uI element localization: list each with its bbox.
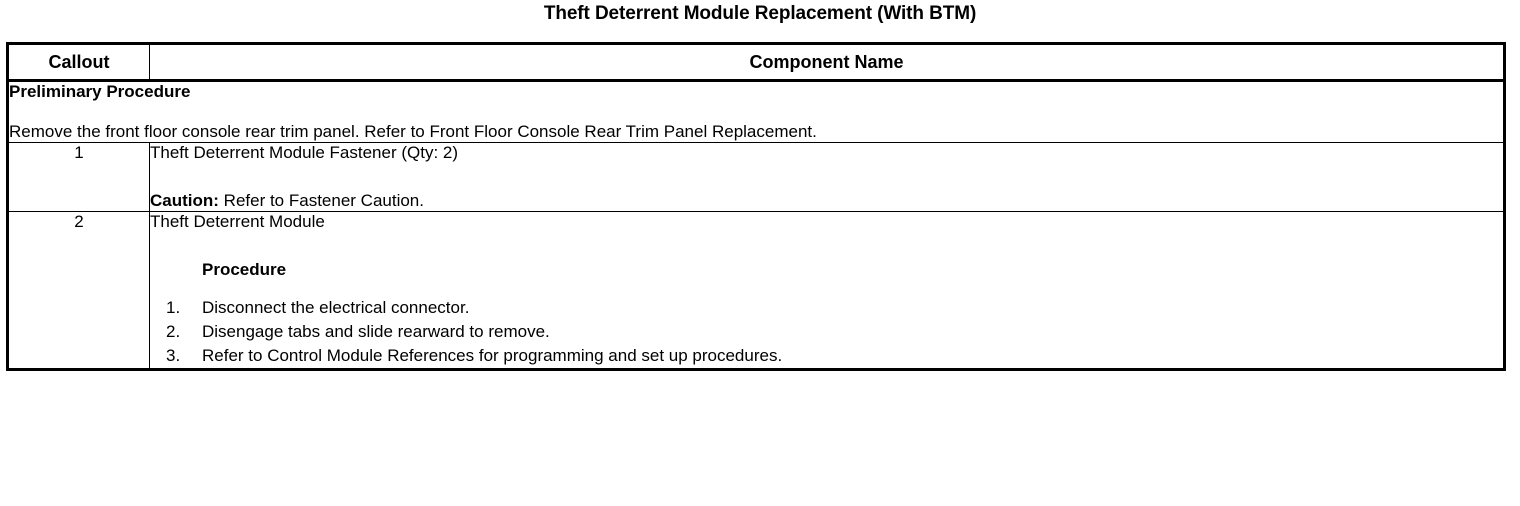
step-text: Disengage tabs and slide rearward to rem… xyxy=(202,322,550,341)
component-cell-1: Theft Deterrent Module Fastener (Qty: 2)… xyxy=(149,142,1505,212)
component-name-2: Theft Deterrent Module xyxy=(150,212,325,231)
component-cell-2: Theft Deterrent Module Procedure 1. Disco… xyxy=(149,211,1505,370)
preliminary-procedure-cell: Preliminary Procedure Remove the front f… xyxy=(7,80,1505,143)
list-item: 3. Refer to Control Module References for… xyxy=(166,344,1503,368)
preliminary-procedure-row: Preliminary Procedure Remove the front f… xyxy=(7,80,1505,143)
callout-number-2: 2 xyxy=(7,211,150,370)
table-row: 1 Theft Deterrent Module Fastener (Qty: … xyxy=(7,142,1505,212)
table-row: 2 Theft Deterrent Module Procedure 1. Dis… xyxy=(7,211,1505,370)
step-text: Disconnect the electrical connector. xyxy=(202,298,470,317)
step-number: 2. xyxy=(166,322,181,341)
caution-text: Refer to Fastener Caution. xyxy=(218,191,424,210)
component-name-1: Theft Deterrent Module Fastener (Qty: 2) xyxy=(150,143,459,162)
spacer xyxy=(150,280,1503,296)
preliminary-procedure-text: Remove the front floor console rear trim… xyxy=(9,122,817,141)
spacer xyxy=(150,232,1503,260)
step-number: 3. xyxy=(166,346,181,365)
list-item: 1. Disconnect the electrical connector. xyxy=(166,296,1503,320)
column-header-component-name: Component Name xyxy=(149,43,1505,82)
column-header-callout: Callout xyxy=(7,43,150,82)
caution-label: Caution: xyxy=(150,191,219,210)
procedure-heading: Procedure xyxy=(202,260,287,279)
caution-note-1: Caution: Refer to Fastener Caution. xyxy=(150,191,1503,211)
procedure-step-list: 1. Disconnect the electrical connector. 2… xyxy=(150,296,1503,368)
step-text: Refer to Control Module References for p… xyxy=(202,346,783,365)
table-header-row: Callout Component Name xyxy=(7,43,1505,82)
spacer xyxy=(150,163,1503,191)
page-title: Theft Deterrent Module Replacement (With… xyxy=(543,3,977,24)
procedure-table: Callout Component Name Preliminary Proce… xyxy=(6,42,1506,371)
preliminary-procedure-heading: Preliminary Procedure xyxy=(9,82,191,101)
callout-number-1: 1 xyxy=(7,142,150,212)
list-item: 2. Disengage tabs and slide rearward to r… xyxy=(166,320,1503,344)
step-number: 1. xyxy=(166,298,181,317)
